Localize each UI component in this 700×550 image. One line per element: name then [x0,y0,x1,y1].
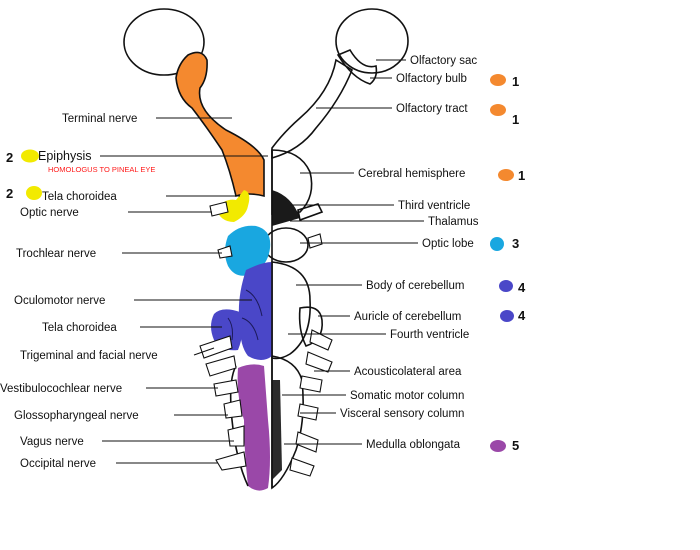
number-optic-lobe: 3 [512,236,519,251]
left-optic-nerve-stub [209,201,229,217]
left-trochlear-stub [217,245,233,259]
medulla-right [271,355,304,490]
label-tela-choroidea-lower: Tela choroidea [42,322,117,334]
cranial-nerve-stubs [199,201,333,477]
color-markers [21,74,514,452]
number-epiphysis: 2 [6,150,13,165]
purple-marker-medulla [490,440,506,452]
olfactory-tract-right [271,58,353,160]
left-trigeminal-stub [199,335,233,359]
somatic-motor-column-right [272,380,282,480]
orange-marker-cerebral-hemisphere [498,169,514,181]
label-occipital-nerve: Occipital nerve [20,458,96,470]
label-vagus-nerve: Vagus nerve [20,436,84,448]
right-glossopharyngeal-stub [297,403,319,421]
right-acoustico-stub [299,375,323,393]
thalamus-right [272,190,300,226]
label-fourth-ventricle: Fourth ventricle [390,329,469,341]
forebrain-orange-region [176,52,264,196]
left-occipital-stub [215,451,247,471]
number-olfactory-tract: 1 [512,112,519,127]
label-olfactory-sac: Olfactory sac [410,55,477,67]
label-thalamus: Thalamus [428,216,479,228]
label-tela-choroidea-upper: Tela choroidea [42,191,117,203]
right-labels: Olfactory sac Olfactory bulb Olfactory t… [340,55,479,451]
left-vagus-stub [227,425,245,447]
label-pineal-eye-note: HOMOLOGUS TO PINEAL EYE [48,165,155,174]
blue-marker-optic-lobe [490,237,504,251]
cerebellum-texture [227,289,263,341]
label-terminal-nerve: Terminal nerve [62,113,137,125]
label-somatic-motor-column: Somatic motor column [350,390,464,402]
optic-nerve-right [297,203,324,222]
yellow-marker-tela-choroidea [26,186,42,200]
olfactory-bulb-right [336,48,378,85]
number-body-of-cerebellum: 4 [518,280,526,295]
left-trigeminal-stub-2 [205,355,237,377]
orange-marker-olfactory-bulb [490,74,506,86]
number-auricle-of-cerebellum: 4 [518,308,526,323]
number-cerebral-hemisphere: 1 [518,168,525,183]
optic-lobe-blue-region [225,225,271,276]
label-cerebral-hemisphere: Cerebral hemisphere [358,168,465,180]
label-vestibulocochlear-nerve: Vestibulocochlear nerve [0,383,122,395]
label-olfactory-bulb: Olfactory bulb [396,73,467,85]
left-labels: Terminal nerve Epiphysis HOMOLOGUS TO PI… [0,113,158,470]
label-optic-nerve: Optic nerve [20,207,79,219]
label-medulla-oblongata: Medulla oblongata [366,439,461,451]
right-occipital-stub [289,457,315,477]
orange-marker-olfactory-tract [490,104,506,116]
label-trigeminal-facial-nerve: Trigeminal and facial nerve [20,350,158,362]
yellow-marker-epiphysis [21,149,39,163]
right-trochlear-stub [307,233,323,249]
right-trigeminal-stub [309,329,333,351]
label-epiphysis: Epiphysis [38,149,92,163]
label-third-ventricle: Third ventricle [398,200,470,212]
epiphysis-yellow-region [216,190,250,222]
cerebellum-blue-region [238,262,272,360]
label-acousticolateral-area: Acousticolateral area [354,366,462,378]
right-trigeminal-stub-2 [305,351,333,373]
leader-lines [100,59,424,464]
region-numbers: 1 1 1 2 2 3 4 4 5 [6,74,526,453]
number-olfactory-bulb: 1 [512,74,519,89]
optic-lobe-right [263,227,309,263]
label-oculomotor-nerve: Oculomotor nerve [14,295,105,307]
right-vagus-stub [295,431,319,453]
left-glossopharyngeal-stub [223,399,243,419]
forebrain-hatch [175,51,265,198]
label-body-of-cerebellum: Body of cerebellum [366,280,464,292]
leader-trigeminal [193,347,215,356]
label-glossopharyngeal-nerve: Glossopharyngeal nerve [14,410,139,422]
label-optic-lobe: Optic lobe [422,238,474,250]
number-medulla-oblongata: 5 [512,438,519,453]
right-half-drawing [263,8,409,490]
label-trochlear-nerve: Trochlear nerve [16,248,96,260]
label-olfactory-tract: Olfactory tract [396,103,468,115]
medulla-left-outline [229,365,249,487]
olfactory-sac-left [123,8,205,76]
indigo-marker-auricle [500,310,514,322]
number-tela-choroidea: 2 [6,186,13,201]
medulla-purple-region [237,364,270,491]
label-auricle-of-cerebellum: Auricle of cerebellum [354,311,461,323]
label-visceral-sensory-column: Visceral sensory column [340,408,464,420]
olfactory-sac-right [335,8,409,74]
left-vestibulocochlear-stub [213,379,239,397]
left-half-drawing [123,8,272,491]
indigo-marker-body-of-cerebellum [499,280,513,292]
